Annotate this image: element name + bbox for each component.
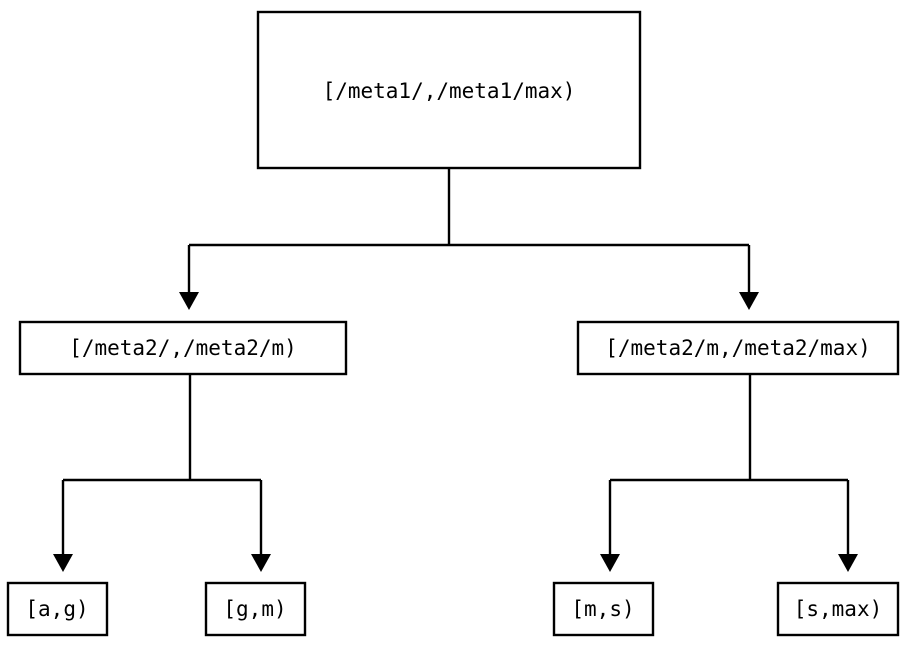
node-mid-right-box [576, 320, 900, 376]
edge-root-to-mid-group [179, 168, 759, 310]
node-leaf-3-label: [m,s) [571, 597, 634, 621]
node-root-label: [/meta1/,/meta1/max) [323, 79, 576, 103]
node-root[interactable]: [/meta1/,/meta1/max) [256, 10, 642, 170]
node-leaf-1-label: [a,g) [25, 597, 88, 621]
edge-midright-to-leaf4-arrow-icon [838, 554, 858, 572]
node-root-box [256, 10, 642, 170]
edge-midleft-to-leaves-group [53, 375, 271, 572]
edge-midright-to-leaves-group [600, 375, 858, 572]
node-mid-left[interactable]: [/meta2/,/meta2/m) [18, 320, 348, 376]
node-leaf-1-box [6, 581, 109, 637]
node-mid-left-label: [/meta2/,/meta2/m) [69, 336, 297, 360]
node-leaf-1[interactable]: [a,g) [6, 581, 109, 637]
edge-midleft-to-leaf2-arrow-icon [251, 554, 271, 572]
node-leaf-2-box [204, 581, 307, 637]
node-mid-right[interactable]: [/meta2/m,/meta2/max) [576, 320, 900, 376]
edge-midleft-to-leaf1-arrow-icon [53, 554, 73, 572]
node-leaf-4[interactable]: [s,max) [776, 581, 900, 637]
edge-midright-to-leaves-lines [608, 375, 850, 554]
node-leaf-4-label: [s,max) [794, 597, 883, 621]
node-mid-left-box [18, 320, 348, 376]
edge-root-to-mid-lines [187, 168, 751, 292]
node-leaf-4-box [776, 581, 900, 637]
node-leaf-2[interactable]: [g,m) [204, 581, 307, 637]
edge-midleft-to-leaves-lines [61, 375, 263, 554]
edge-root-to-mid-right-arrow-icon [739, 292, 759, 310]
edge-root-to-mid-left-arrow-icon [179, 292, 199, 310]
node-leaf-3[interactable]: [m,s) [552, 581, 655, 637]
edge-midright-to-leaf3-arrow-icon [600, 554, 620, 572]
node-leaf-3-box [552, 581, 655, 637]
node-mid-right-label: [/meta2/m,/meta2/max) [605, 336, 871, 360]
node-leaf-2-label: [g,m) [223, 597, 286, 621]
